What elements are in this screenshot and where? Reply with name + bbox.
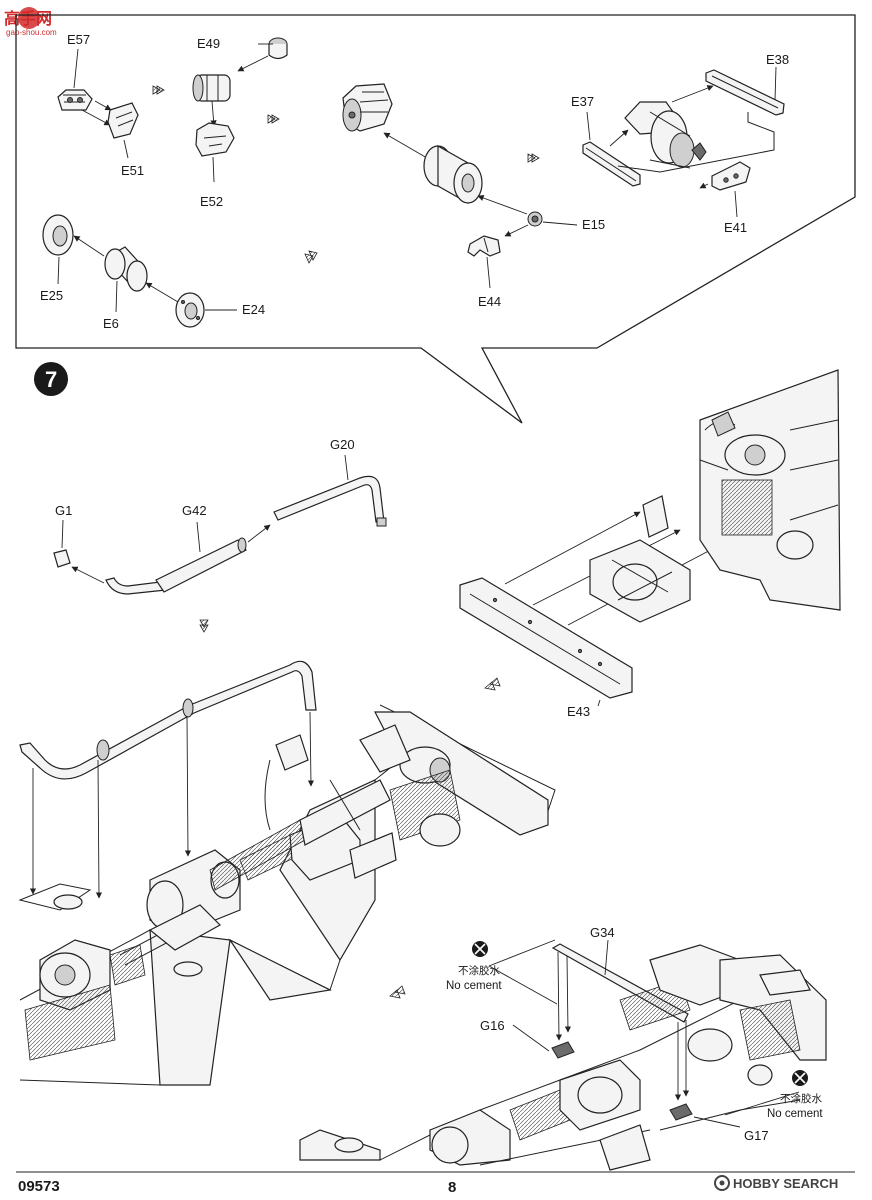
label-e43: E43: [567, 704, 590, 719]
label-e15: E15: [582, 217, 605, 232]
hobby-search-logo: HOBBY SEARCH: [714, 1175, 838, 1191]
label-e51: E51: [121, 163, 144, 178]
part-exhaust-pipe-exploded: [53, 454, 387, 595]
label-g16: G16: [480, 1018, 505, 1033]
label-e52: E52: [200, 194, 223, 209]
label-g42: G42: [182, 503, 207, 518]
watermark-site: gao-shou.com: [6, 28, 57, 37]
kit-number: 09573: [18, 1178, 60, 1195]
watermark-logo: 高手网 gao-shou.com: [4, 7, 57, 37]
inset-callout-frame: [15, 14, 856, 424]
label-e57: E57: [67, 32, 90, 47]
label-g17: G17: [744, 1128, 769, 1143]
chassis-front-view-upper: [459, 369, 841, 707]
flow-arrow-icon: [267, 114, 280, 124]
flow-arrow-icon: [389, 985, 406, 999]
flow-arrow-icon: [527, 153, 540, 163]
label-e38: E38: [766, 52, 789, 67]
label-e37: E37: [571, 94, 594, 109]
part-winch-exploded: [342, 83, 578, 289]
part-e25-e6-e24-assembly: [42, 214, 237, 328]
label-e6: E6: [103, 316, 119, 331]
hobby-search-logo-icon: [714, 1175, 730, 1191]
label-g20: G20: [330, 437, 355, 452]
no-cement-right-english: No cement: [767, 1108, 823, 1120]
no-cement-right-chinese: 不涂胶水: [780, 1092, 822, 1105]
label-e49: E49: [197, 36, 220, 51]
part-e57-e51-assembly: [57, 48, 139, 159]
watermark-badge-icon: [18, 7, 40, 29]
no-cement-callout-left: 不涂胶水 No cement: [446, 941, 502, 992]
watermark-chinese: 高手网: [4, 9, 52, 28]
chassis-main-view: [18, 660, 556, 1086]
label-g34: G34: [590, 925, 615, 940]
hobby-search-text: HOBBY SEARCH: [733, 1176, 838, 1191]
flow-arrow-icon: [484, 677, 501, 691]
flow-arrow-icon: [304, 250, 318, 264]
label-g1: G1: [55, 503, 72, 518]
part-e49-e52-assembly: [192, 37, 288, 183]
no-cement-left-chinese: 不涂胶水: [458, 964, 500, 977]
no-cement-callout-right: 不涂胶水 No cement: [767, 1070, 823, 1120]
step-number: 7: [45, 367, 57, 392]
part-winch-frame-assembly: [582, 66, 785, 218]
chassis-rear-view: [299, 939, 827, 1171]
flow-arrow-icon: [199, 619, 209, 633]
page-number: 8: [448, 1179, 456, 1196]
no-cement-left-english: No cement: [446, 980, 502, 992]
flow-arrow-icon: [152, 85, 165, 95]
label-e25: E25: [40, 288, 63, 303]
label-e44: E44: [478, 294, 501, 309]
step-number-badge: [34, 362, 68, 396]
label-e41: E41: [724, 220, 747, 235]
label-e24: E24: [242, 302, 265, 317]
